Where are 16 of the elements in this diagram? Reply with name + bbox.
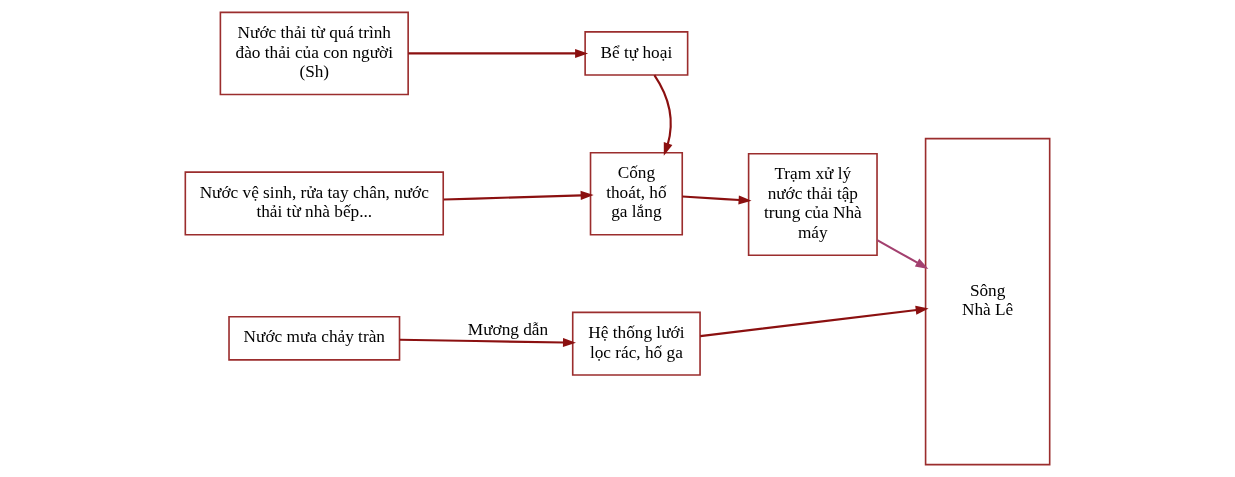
arrow (399, 337, 576, 348)
node-box: Nước thải từ quá trình đào thải của con người (Sh) (219, 11, 409, 96)
arrow (653, 74, 673, 156)
arrow (682, 195, 752, 205)
arrow (408, 48, 589, 58)
node-box: Nước mưa chảy tràn (228, 315, 401, 361)
node-box: Bể tự hoại (584, 31, 689, 76)
arrow (876, 239, 929, 269)
node-box: Hệ thống lưới lọc rác, hố ga (571, 311, 701, 376)
node-box: Trạm xử lý nước thải tập trung của Nhà máy (747, 153, 878, 257)
node-box: Sông Nhà Lê (924, 137, 1051, 466)
edge-label: Mương dẫn (467, 319, 549, 339)
node-box: Cống thoát, hố ga lắng (589, 151, 684, 236)
arrow (443, 190, 594, 201)
arrow (700, 305, 929, 338)
node-box: Nước vệ sinh, rửa tay chân, nước thải từ nhà bếp... (184, 171, 445, 236)
